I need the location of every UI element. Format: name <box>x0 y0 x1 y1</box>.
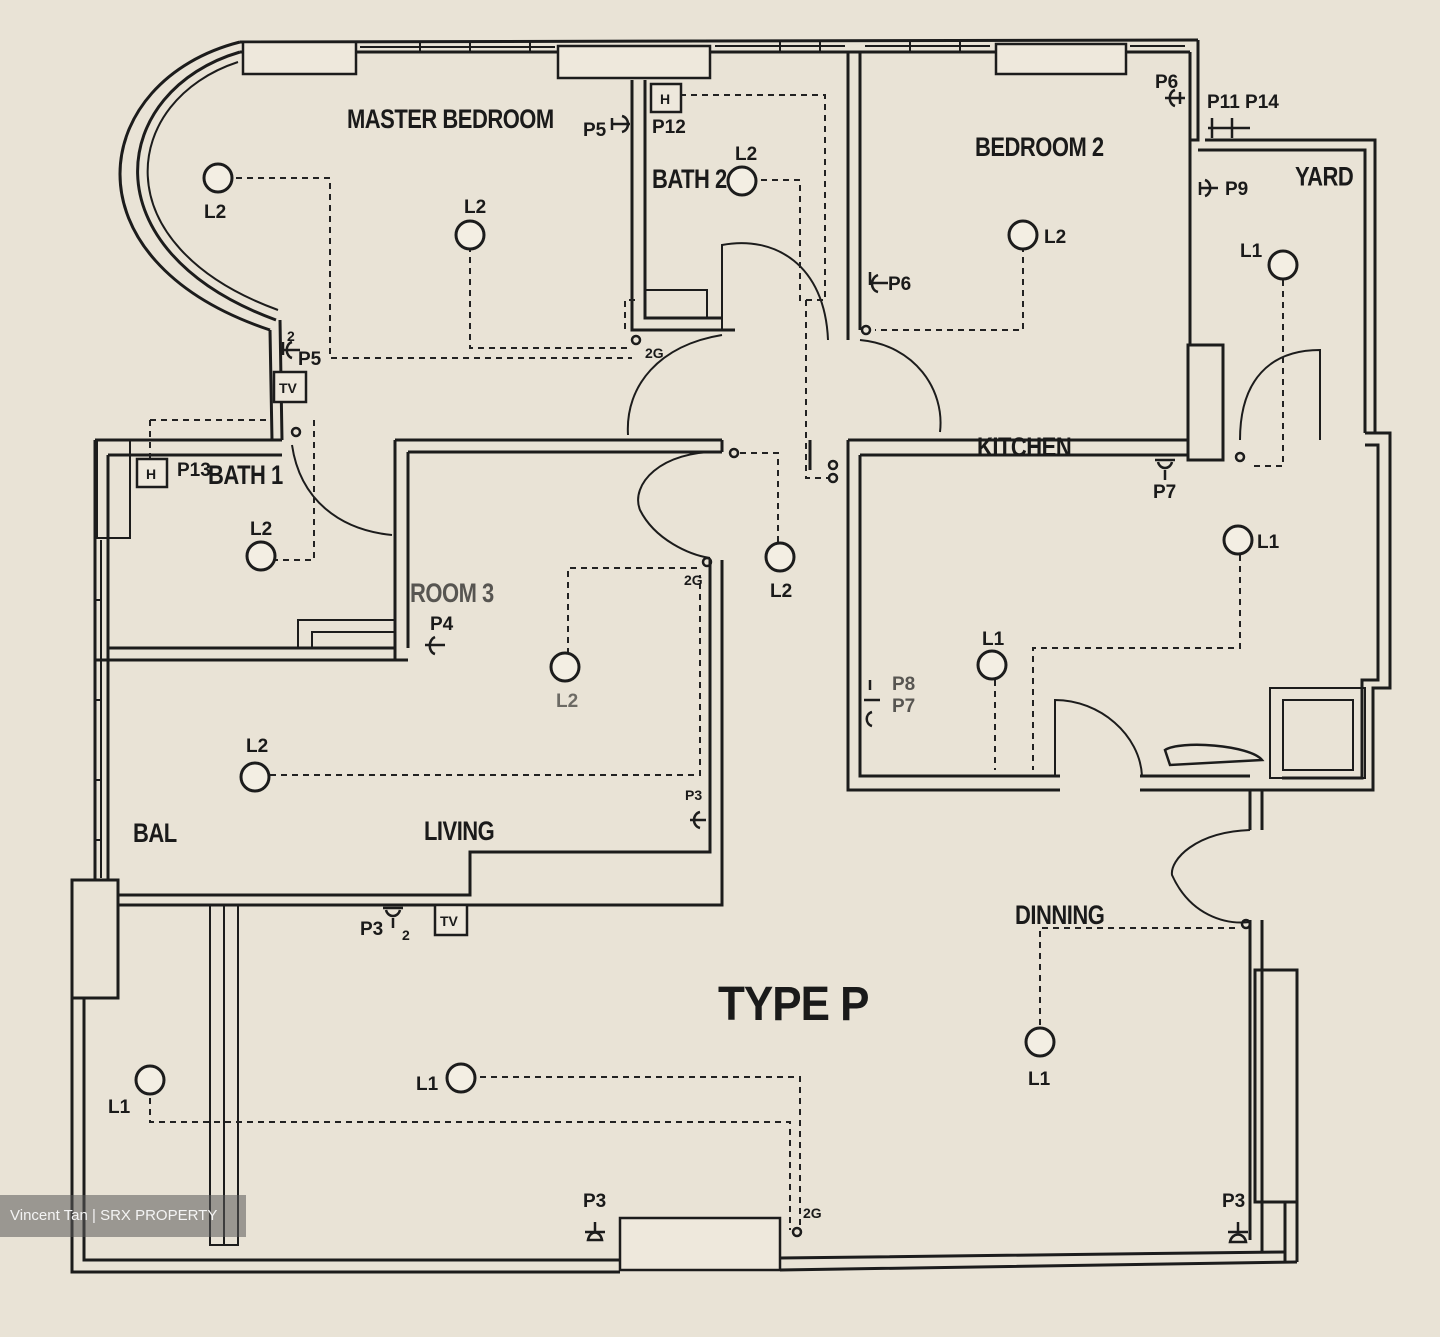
wiring <box>149 94 1284 1230</box>
label-l1-kitchen-2: L1 <box>982 629 1005 650</box>
label-l1-living: L1 <box>416 1074 439 1095</box>
label-l2-bedroom2: L2 <box>1044 227 1066 248</box>
watermark: Vincent Tan | SRX PROPERTY <box>0 1195 246 1237</box>
label-l2-master-2: L2 <box>464 197 486 218</box>
label-p8: P8 <box>892 674 915 695</box>
heater-box-bath2 <box>649 82 683 114</box>
tv-label-master: TV <box>279 380 298 396</box>
label-p5-tv: P5 <box>298 349 322 370</box>
label-l1-kitchen-1: L1 <box>1257 532 1280 553</box>
label-l2-room3-2: L2 <box>246 736 268 757</box>
tv-label-living: TV <box>440 913 459 929</box>
heater-label-bath2: H <box>660 91 670 107</box>
room-kitchen: KITCHEN <box>977 433 1071 462</box>
room-bedroom-2: BEDROOM 2 <box>975 133 1104 162</box>
room-dinning: DINNING <box>1015 901 1104 930</box>
label-p6-bedroom2: P6 <box>888 274 911 295</box>
heater-box-bath1 <box>135 457 169 489</box>
doors <box>291 242 1321 924</box>
label-p7-yard: P7 <box>1153 482 1176 503</box>
label-l2-master-1: L2 <box>204 202 226 223</box>
label-p6-top: P6 <box>1155 72 1178 93</box>
symbol-labels: L2 L2 L2 L2 L1 L2 L2 L1 L1 L2 L2 L1 L1 L… <box>108 72 1280 1221</box>
label-l2-room3-1: L2 <box>556 691 578 712</box>
label-l1-yard: L1 <box>1240 241 1263 262</box>
tv-box-living <box>433 903 469 937</box>
label-2-master: 2 <box>287 328 295 344</box>
room-labels: MASTER BEDROOM BATH 2 BEDROOM 2 YARD BAT… <box>133 105 1354 1030</box>
label-2g-living: 2G <box>803 1205 822 1221</box>
switch-symbols <box>281 88 1265 1244</box>
label-p12: P12 <box>652 117 686 138</box>
room-yard: YARD <box>1295 163 1353 192</box>
tv-box-master <box>272 370 308 404</box>
label-p9: P9 <box>1225 179 1248 200</box>
label-p11-p14: P11 P14 <box>1207 92 1279 113</box>
label-2g-room3: 2G <box>684 572 703 588</box>
walls <box>70 38 1392 1274</box>
label-p3-room3: P3 <box>685 787 702 803</box>
label-p13: P13 <box>177 460 211 481</box>
room-bath-2: BATH 2 <box>652 165 727 194</box>
appliance-boxes: H H TV TV <box>135 82 683 937</box>
label-l2-bath1: L2 <box>250 519 272 540</box>
plan-title: TYPE P <box>718 976 869 1030</box>
label-p3-dinning: P3 <box>1222 1191 1245 1212</box>
label-2g-bath2: 2G <box>645 345 664 361</box>
heater-label-bath1: H <box>146 466 156 482</box>
light-points <box>134 162 1299 1096</box>
room-living: LIVING <box>424 817 494 846</box>
label-l1-bal: L1 <box>108 1097 131 1118</box>
room-master-bedroom: MASTER BEDROOM <box>347 105 554 134</box>
label-p3-living: P3 <box>583 1191 606 1212</box>
label-p7-kitchen: P7 <box>892 696 915 717</box>
label-p3-tv: P3 <box>360 919 383 940</box>
windows <box>95 40 1185 1272</box>
room-bal: BAL <box>133 819 177 848</box>
label-p4: P4 <box>430 614 454 635</box>
label-l1-dinning: L1 <box>1028 1069 1051 1090</box>
room-bedroom-3: ROOM 3 <box>410 579 494 608</box>
room-bath-1: BATH 1 <box>208 461 283 490</box>
label-p5-master: P5 <box>583 120 607 141</box>
label-2-tv: 2 <box>402 927 410 943</box>
label-l2-bath2: L2 <box>735 144 757 165</box>
label-l2-corridor: L2 <box>770 581 792 602</box>
